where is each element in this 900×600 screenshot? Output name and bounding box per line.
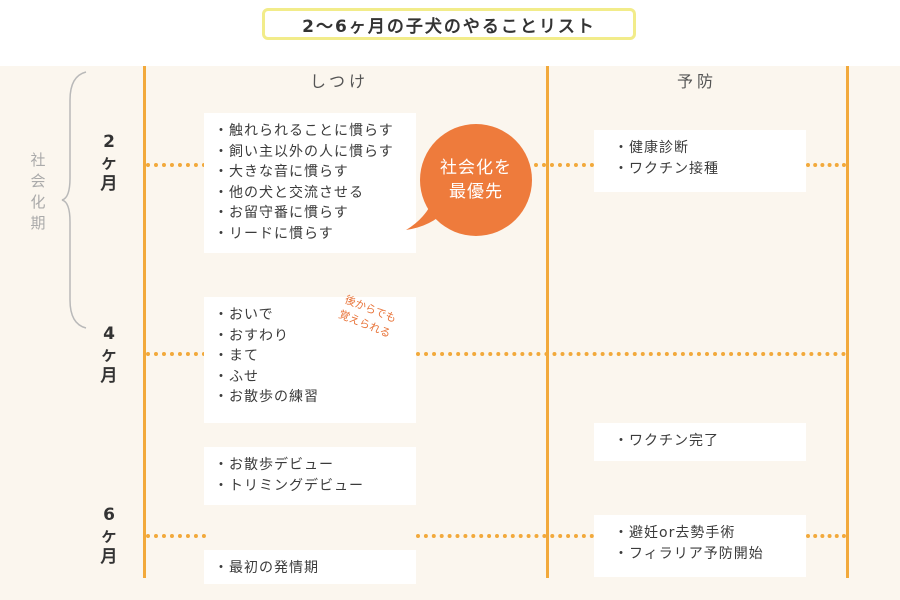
row-line-4m-a xyxy=(146,352,206,356)
bubble-line-2: 最優先 xyxy=(449,182,503,202)
column-header-training: しつけ xyxy=(310,72,370,91)
month-number: 6 xyxy=(103,505,115,525)
month-ke: ヶ xyxy=(100,153,118,173)
row-line-6m-a xyxy=(146,534,206,538)
list-item: ワクチン接種 xyxy=(614,159,796,180)
priority-bubble: 社会化を 最優先 xyxy=(420,124,532,236)
training-card-2m: 触れられることに慣らす 飼い主以外の人に慣らす 大きな音に慣らす 他の犬と交流さ… xyxy=(204,113,416,253)
list-item: フィラリア予防開始 xyxy=(614,544,796,565)
list-item: ワクチン完了 xyxy=(614,431,796,452)
list-item: 他の犬と交流させる xyxy=(214,183,406,204)
month-ke: ヶ xyxy=(100,345,118,365)
list-item: 触れられることに慣らす xyxy=(214,121,406,142)
month-number: 2 xyxy=(103,132,115,152)
list-item: 飼い主以外の人に慣らす xyxy=(214,142,406,163)
prevention-card-5m: ワクチン完了 xyxy=(594,423,806,461)
training-card-5m: お散歩デビュー トリミングデビュー xyxy=(204,447,416,505)
socialization-char-1: 社 xyxy=(30,151,46,169)
list-item: お散歩の練習 xyxy=(214,387,406,408)
prevention-card-6m: 避妊or去勢手術 フィラリア予防開始 xyxy=(594,515,806,577)
row-line-2m-a xyxy=(146,163,206,167)
training-card-6m: 最初の発情期 xyxy=(204,550,416,584)
month-label-6: 6 ヶ 月 xyxy=(97,505,121,568)
month-tsuki: 月 xyxy=(100,174,118,194)
list-item: トリミングデビュー xyxy=(214,476,406,497)
list-item: お散歩デビュー xyxy=(214,455,406,476)
list-item: お留守番に慣らす xyxy=(214,203,406,224)
list-item: おすわり xyxy=(214,326,406,347)
socialization-char-3: 化 xyxy=(30,193,46,211)
bubble-line-1: 社会化を xyxy=(440,158,512,178)
list-item: 避妊or去勢手術 xyxy=(614,523,796,544)
socialization-char-4: 期 xyxy=(30,214,46,232)
list-item: 最初の発情期 xyxy=(214,558,406,579)
row-line-4m-b xyxy=(416,352,846,356)
month-number: 4 xyxy=(103,324,115,344)
month-label-4: 4 ヶ 月 xyxy=(97,324,121,387)
row-line-2m-c xyxy=(806,163,846,167)
column-header-prevention: 予防 xyxy=(677,72,718,91)
row-line-6m-b xyxy=(416,534,594,538)
list-item: ふせ xyxy=(214,367,406,388)
list-item: リードに慣らす xyxy=(214,224,406,245)
month-tsuki: 月 xyxy=(100,366,118,386)
socialization-char-2: 会 xyxy=(30,172,46,190)
socialization-period-label: 社 会 化 期 xyxy=(29,150,47,234)
row-line-6m-c xyxy=(806,534,846,538)
month-ke: ヶ xyxy=(100,526,118,546)
training-card-4m: おいで おすわり まて ふせ お散歩の練習 xyxy=(204,297,416,423)
month-tsuki: 月 xyxy=(100,547,118,567)
list-item: まて xyxy=(214,346,406,367)
timeline-line-middle xyxy=(546,66,549,578)
list-item: 健康診断 xyxy=(614,138,796,159)
month-label-2: 2 ヶ 月 xyxy=(97,132,121,195)
page-title-text: 2〜6ヶ月の子犬のやることリスト xyxy=(302,16,596,37)
list-item: 大きな音に慣らす xyxy=(214,162,406,183)
timeline-line-right xyxy=(846,66,849,578)
socialization-brace xyxy=(61,71,87,329)
row-line-2m-b xyxy=(534,163,594,167)
prevention-card-2m: 健康診断 ワクチン接種 xyxy=(594,130,806,192)
list-item: おいで xyxy=(214,305,406,326)
page-title: 2〜6ヶ月の子犬のやることリスト xyxy=(262,8,636,40)
timeline-line-left xyxy=(143,66,146,578)
